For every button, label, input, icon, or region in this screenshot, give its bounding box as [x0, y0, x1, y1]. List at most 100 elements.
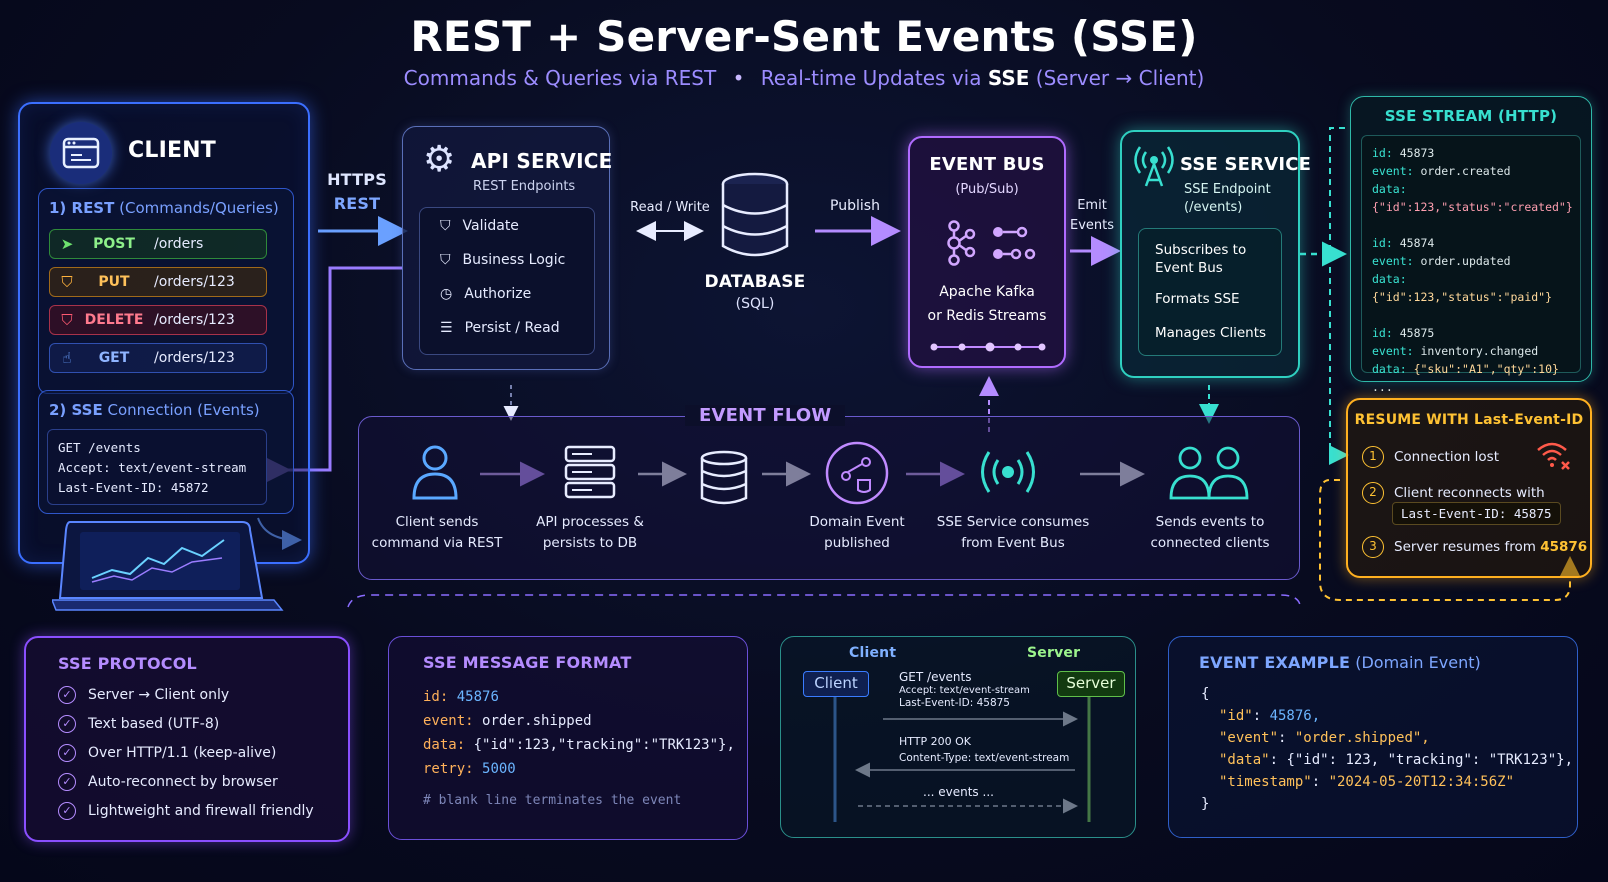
- request-post[interactable]: ➤POST/orders: [49, 229, 267, 259]
- bus-subtitle: (Pub/Sub): [955, 182, 1019, 197]
- seq-server-box: Server: [1057, 671, 1125, 697]
- gear-icon: ⚙: [423, 139, 456, 180]
- flow-step-line: API processes &: [536, 514, 644, 530]
- stream-key: data:: [1372, 182, 1407, 196]
- api-step-label: Validate: [462, 218, 519, 234]
- shield-check-icon: ⛉: [440, 218, 451, 234]
- json-row: "id": 45876,: [1219, 708, 1321, 724]
- check-icon: ✓: [58, 802, 76, 820]
- request-verb: PUT: [98, 274, 130, 290]
- code-line: id: 45876: [423, 685, 735, 709]
- laptop-arrow: [257, 517, 302, 550]
- publish-label: Publish: [830, 198, 880, 214]
- format-value: order.shipped: [482, 713, 592, 729]
- json-value: {"id": 123, "tracking": "TRK123"},: [1286, 752, 1574, 768]
- request-verb: POST: [93, 236, 135, 252]
- user-icon: [412, 445, 458, 500]
- sse-request-code: GET /events Accept: text/event-stream La…: [47, 429, 267, 505]
- sse-task: Manages Clients: [1155, 325, 1267, 341]
- stream-dots-icon: [930, 342, 1046, 352]
- format-key: event:: [423, 713, 474, 729]
- request-delete[interactable]: ⛉DELETE/orders/123: [49, 305, 267, 335]
- https-label: HTTPS: [327, 170, 387, 189]
- sequence-box: Client Server Client Server GET /events …: [780, 636, 1136, 838]
- event-example-box: EVENT EXAMPLE (Domain Event) { "id": 458…: [1168, 636, 1578, 838]
- stream-key: event:: [1372, 254, 1414, 268]
- sse-stream-box: SSE STREAM (HTTP) id: 45873 event: order…: [1350, 96, 1592, 394]
- stream-key: event:: [1372, 344, 1414, 358]
- request-put[interactable]: ⛉PUT/orders/123: [49, 267, 267, 297]
- code-line: id: 45875: [1372, 324, 1570, 342]
- api-step: ⛉Business Logic: [440, 252, 565, 268]
- json-brace: {: [1201, 686, 1210, 702]
- request-get[interactable]: ☝GET/orders/123: [49, 343, 267, 373]
- rest-sub: (Commands/Queries): [119, 199, 279, 217]
- domain-event-icon: [825, 441, 889, 505]
- sse-task: Formats SSE: [1155, 291, 1240, 307]
- code-line: event: inventory.changed: [1372, 342, 1570, 360]
- stream-value: order.created: [1420, 164, 1511, 178]
- rest-section-title: 1) REST (Commands/Queries): [49, 199, 279, 217]
- stream-event-2: id: 45874 event: order.updated data: {"i…: [1372, 234, 1570, 306]
- format-code: id: 45876 event: order.shipped data: {"i…: [423, 685, 735, 813]
- hand-pointer-icon: ☝: [62, 349, 72, 367]
- code-line: retry: 5000: [423, 757, 735, 781]
- seq-request-text: GET /events Accept: text/event-stream La…: [899, 671, 1030, 710]
- protocol-item-label: Lightweight and firewall friendly: [88, 803, 314, 819]
- seq-req-line: Last-Event-ID: 45875: [899, 697, 1010, 709]
- rest-label: 1) REST: [49, 199, 115, 217]
- resume-code: Last-Event-ID: 45875: [1392, 502, 1561, 525]
- read-write-label: Read / Write: [630, 200, 710, 215]
- format-comment: # blank line terminates the event: [423, 793, 682, 808]
- sse-service-subtitle2: (/events): [1184, 200, 1243, 215]
- sse-task-line: Subscribes to: [1155, 242, 1247, 258]
- protocol-item: ✓Over HTTP/1.1 (keep-alive): [58, 744, 276, 762]
- protocol-item: ✓Auto-reconnect by browser: [58, 773, 278, 791]
- seq-client-box: Client: [803, 671, 869, 697]
- request-verb: GET: [98, 350, 130, 366]
- server-icon: [564, 445, 616, 499]
- api-step: ☰Persist / Read: [440, 320, 560, 336]
- stream-key: data:: [1372, 272, 1407, 286]
- code-line: GET /events: [58, 440, 141, 455]
- api-title: API SERVICE: [471, 149, 613, 173]
- flow-step-line: SSE Service consumes: [936, 514, 1090, 530]
- protocol-title: SSE PROTOCOL: [58, 654, 197, 673]
- laptop-icon: [52, 521, 284, 611]
- sse-service-box: SSE SERVICE SSE Endpoint (/events) Subsc…: [1120, 130, 1311, 378]
- sse-format-box: SSE MESSAGE FORMAT id: 45876 event: orde…: [388, 636, 748, 840]
- api-step: ◷Authorize: [440, 286, 531, 302]
- format-key: id:: [423, 689, 449, 705]
- sse-service-title: SSE SERVICE: [1180, 154, 1312, 175]
- broadcast-icon: [981, 451, 1035, 493]
- rest-section: 1) REST (Commands/Queries) ➤POST/orders …: [38, 188, 294, 394]
- stream-value: {"sku":"A1","qty":10}: [1413, 362, 1559, 376]
- code-line: data: {"id":123,"status":"created"}: [1372, 180, 1573, 216]
- event-bus-box: EVENT BUS (Pub/Sub) Apache Kafka or Redi…: [908, 136, 1066, 368]
- seq-resp-line: Content-Type: text/event-stream: [899, 752, 1070, 764]
- database-small-icon: [700, 450, 748, 505]
- json-value: "order.shipped",: [1294, 730, 1430, 746]
- seq-events-label: ... events ...: [923, 785, 994, 799]
- antenna-icon: [1134, 146, 1174, 187]
- stream-key: data:: [1372, 362, 1407, 376]
- json-key: "id": [1219, 708, 1253, 724]
- seq-client-header: Client: [849, 645, 897, 661]
- flow-step-line: Sends events to: [1155, 514, 1265, 530]
- json-row: "timestamp": "2024-05-20T12:34:56Z": [1219, 774, 1515, 790]
- sse-return-path: [261, 266, 402, 485]
- stream-key: id:: [1372, 326, 1393, 340]
- protocol-item: ✓ Lightweight and firewall friendly: [58, 802, 314, 820]
- code-line: Accept: text/event-stream: [58, 460, 247, 475]
- seq-response-text: HTTP 200 OK Content-Type: text/event-str…: [899, 733, 1069, 767]
- api-step: ⛉ Validate: [440, 218, 519, 234]
- stream-key: id:: [1372, 146, 1393, 160]
- sse-service-subtitle1: SSE Endpoint: [1184, 182, 1271, 197]
- check-icon: ✓: [58, 715, 76, 733]
- sse-protocol-box: SSE PROTOCOL ✓Server → Client only ✓Text…: [24, 636, 350, 842]
- stream-value: {"id":123,"status":"created"}: [1372, 200, 1573, 214]
